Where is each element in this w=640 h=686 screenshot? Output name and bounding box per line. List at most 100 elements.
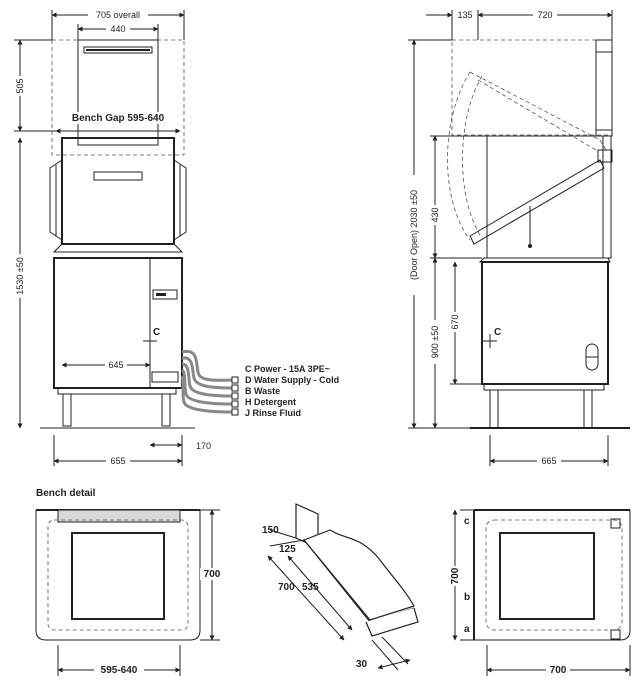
iso-step-label: 125 — [279, 544, 296, 555]
front-door-handle — [93, 171, 143, 181]
body-height-label: 670 — [450, 314, 460, 329]
iso-rise-label: 150 — [262, 525, 279, 536]
side-base-label: 665 — [541, 456, 556, 466]
bench-detail-title: Bench detail — [36, 488, 96, 499]
iso-front-lip — [365, 607, 419, 637]
iso-lip-ext-2 — [381, 636, 409, 665]
front-service-hatch — [151, 371, 179, 383]
side-arm — [469, 159, 605, 245]
plan-marker-b: b — [464, 592, 470, 603]
total-height-label: 1530 ±50 — [15, 257, 25, 294]
iso-rise-ext — [269, 529, 297, 539]
front-hood-vent — [83, 46, 153, 54]
side-door-open-arm — [469, 71, 607, 151]
hood-width-bg — [106, 23, 130, 34]
side-column-lower — [602, 135, 612, 259]
hose-detergent — [180, 368, 233, 406]
side-spray-nozzle — [528, 244, 532, 248]
hose-water — [181, 356, 233, 390]
legend-item-water: D Water Supply - Cold — [245, 375, 339, 385]
plan-basin — [499, 532, 595, 620]
side-lower-body — [481, 261, 609, 385]
side-leg-left — [489, 389, 499, 429]
bench-gap-label-bg — [66, 112, 170, 124]
overall-width-label: 705 overall — [96, 10, 140, 20]
side-depth-bg — [533, 9, 557, 20]
plan-marker-a: a — [464, 624, 470, 635]
side-base-bg — [537, 455, 561, 466]
base-width-bg — [106, 455, 130, 466]
hose-waste — [181, 362, 233, 398]
side-offset-label: 135 — [457, 10, 472, 20]
plan-dashed-outline — [485, 519, 623, 631]
iso-lip-label: 30 — [356, 659, 368, 670]
total-height-bg — [14, 254, 26, 298]
hood-width-label: 440 — [110, 24, 125, 34]
bench-height-label: 700 — [204, 569, 221, 580]
hood-height-bg — [14, 76, 26, 96]
front-view: Bench Gap 595-640 C 645 — [14, 9, 339, 466]
side-door-open-outline — [451, 39, 613, 136]
front-plinth — [57, 387, 177, 395]
bench-basin — [71, 532, 165, 620]
side-power-marker: C — [494, 327, 501, 338]
legend-item-power: C Power - 15A 3PE~ — [245, 364, 330, 374]
connector-power — [231, 376, 239, 384]
front-control-panel — [152, 289, 178, 300]
iso-inner-length-dimension — [287, 555, 353, 631]
side-plinth — [483, 383, 605, 391]
connector-detergent — [231, 400, 239, 408]
front-hood-vent-slot — [86, 49, 150, 51]
plan-corner-bottom — [610, 629, 621, 640]
front-leg-left — [62, 393, 72, 427]
side-depth-label: 720 — [537, 10, 552, 20]
side-leg-right — [583, 389, 593, 429]
iso-step-ext — [269, 539, 305, 547]
door-open-height-bg — [408, 175, 420, 295]
hose-rinse — [180, 375, 233, 414]
hose-power — [181, 349, 233, 382]
opening-height-label: 430 — [430, 207, 440, 222]
plan-marker-c: c — [464, 516, 470, 527]
front-power-marker: C — [153, 327, 160, 338]
front-hood — [77, 39, 159, 146]
side-view: C 135 720 (Door Open) 2030 ±50 430 900 ±… — [408, 9, 630, 466]
bench-width-bg — [94, 664, 144, 676]
side-door-swing-inner — [462, 75, 483, 239]
front-door — [61, 137, 175, 245]
iso-detail: 150 125 700 535 30 — [262, 503, 419, 671]
connection-offset-label: 170 — [196, 441, 211, 451]
side-hinge — [597, 149, 613, 163]
bench-top-slot — [57, 509, 181, 523]
iso-trough — [303, 529, 415, 621]
legend-item-detergent: H Detergent — [245, 397, 296, 407]
connector-rinse — [231, 408, 239, 416]
front-door-base — [52, 243, 184, 253]
service-width-bg — [105, 359, 127, 370]
bench-outer-frame — [35, 510, 201, 641]
plan-outer-frame — [474, 510, 631, 641]
plan-width-bg — [546, 664, 570, 676]
plan-corner-top — [610, 518, 621, 529]
overall-width-bg — [88, 9, 148, 20]
opening-height-bg — [429, 205, 441, 225]
plan-height-bg — [449, 566, 461, 586]
bench-gap-label: Bench Gap 595-640 — [72, 113, 165, 124]
body-height-bg — [449, 312, 461, 332]
connector-waste — [231, 392, 239, 400]
iso-lip-ext-1 — [371, 639, 399, 671]
connector-water — [231, 384, 239, 392]
bench-height-label: 900 ±50 — [430, 326, 440, 358]
base-width-label: 655 — [110, 456, 125, 466]
front-leg-right — [161, 393, 171, 427]
legend-item-waste: B Waste — [245, 386, 280, 396]
bench-detail: Bench detail 700 595-640 — [35, 488, 224, 676]
hood-height-label: 505 — [15, 78, 25, 93]
bench-width-label: 595-640 — [101, 665, 138, 676]
side-door-open-arm-inner — [477, 79, 597, 151]
side-hood — [486, 135, 604, 259]
iso-lip-dimension — [377, 658, 411, 670]
front-display — [156, 293, 166, 296]
iso-inner-length-label: 535 — [302, 582, 319, 593]
plan-height-label: 700 — [450, 567, 461, 584]
